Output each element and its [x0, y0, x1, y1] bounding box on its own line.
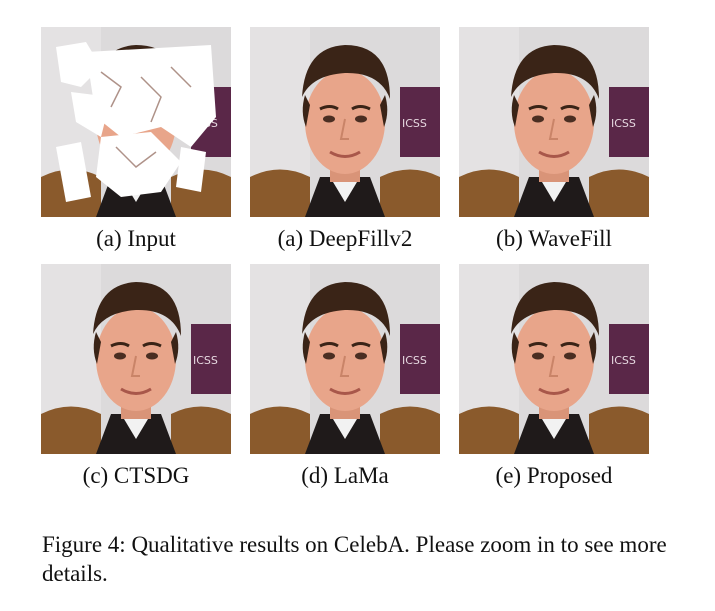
panel-wavefill: (b) WaveFill — [459, 27, 649, 251]
panel-label: (a) Input — [96, 226, 176, 251]
panel-label: (b) WaveFill — [496, 226, 612, 251]
panel-label: (a) DeepFillv2 — [277, 226, 413, 251]
panel-label: (c) CTSDG — [82, 463, 190, 488]
panel-input: (a) Input — [41, 27, 231, 251]
portrait-inpainted-proposed-image — [459, 264, 649, 454]
panel-deepfillv2: (a) DeepFillv2 — [250, 27, 440, 251]
portrait-masked-input-image — [41, 27, 231, 217]
panel-ctsdg: (c) CTSDG — [41, 264, 231, 488]
portrait-inpainted-ctsdg-image — [41, 264, 231, 454]
panel-label: (d) LaMa — [301, 463, 389, 488]
portrait-inpainted-lama-image — [250, 264, 440, 454]
panel-label: (e) Proposed — [495, 463, 613, 488]
figure-caption: Figure 4: Qualitative results on CelebA.… — [42, 532, 667, 586]
panel-lama: (d) LaMa — [250, 264, 440, 488]
panel-proposed: (e) Proposed — [459, 264, 649, 488]
portrait-inpainted-deepfillv2-image — [250, 27, 440, 217]
portrait-inpainted-wavefill-image — [459, 27, 649, 217]
